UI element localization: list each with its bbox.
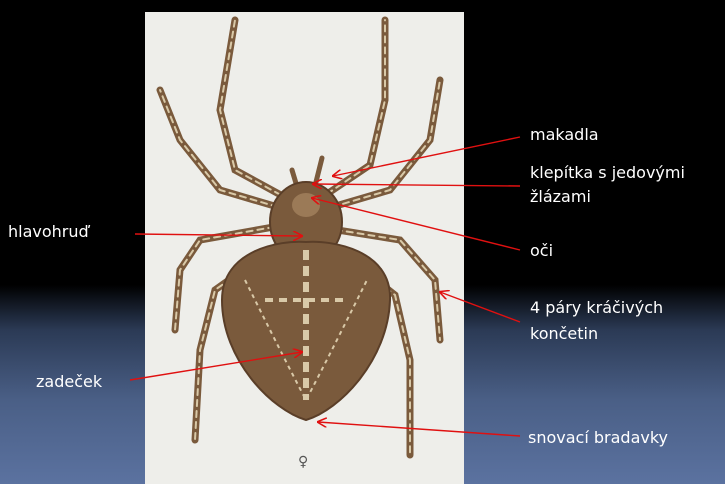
label-hlavohrud: hlavohruď [8,222,89,242]
arrow-oci [312,198,520,250]
label-oci: oči [530,241,553,261]
female-symbol: ♀ [298,452,308,472]
arrow-snovaci [318,422,520,436]
label-koncetiny-line2: končetin [530,324,598,344]
label-makadla: makadla [530,125,599,145]
label-zadecek: zadeček [36,372,102,392]
arrow-koncetiny [440,292,520,322]
spider-icon [160,20,440,455]
label-koncetiny-line1: 4 páry kráčivých [530,298,663,318]
label-snovaci: snovací bradavky [528,428,668,448]
label-klepitka-line2: žlázami [530,187,591,207]
label-klepitka-line1: klepítka s jedovými [530,163,685,183]
